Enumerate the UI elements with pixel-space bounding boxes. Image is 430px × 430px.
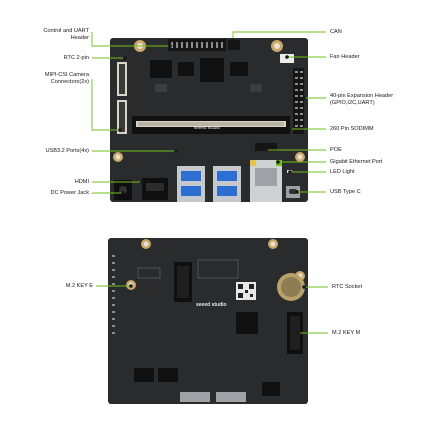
label-rtc-socket: RTC Socket: [332, 284, 363, 290]
top-silk-text: seeed studio: [194, 125, 221, 130]
bottom-board: [108, 238, 308, 404]
label-usb32-ports: USB3.2 Ports(4x): [45, 148, 89, 154]
label-fan-header: Fan Header: [330, 54, 360, 60]
label-can: CAN: [330, 29, 342, 35]
label-led-light: LED Light: [330, 169, 355, 175]
label-poe: POE: [330, 147, 342, 153]
label-usb-type-c: USB Type C: [330, 189, 361, 195]
bottom-silk-text: seeed studio: [196, 302, 227, 308]
leader-lines: [91, 31, 328, 334]
label-260pin-sodimm: 260 Pin SODIMM: [330, 126, 374, 132]
top-board: [110, 38, 308, 202]
label-dc-power-jack: DC Power Jack: [50, 190, 89, 196]
label-hdmi: HDMI: [74, 179, 89, 185]
label-40pin-header: 40-pin Expansion Header(GPIO,I2C,UART): [330, 93, 394, 106]
label-rtc-2pin: RTC 2-pin: [63, 55, 89, 61]
label-m2-key-e: M.2 KEY E: [65, 283, 93, 289]
label-gigabit-ethernet: Gigabit Ethernet Port: [330, 159, 383, 165]
leader-dots: [118, 38, 306, 335]
label-m2-key-m: M.2 KEY M: [332, 330, 361, 336]
